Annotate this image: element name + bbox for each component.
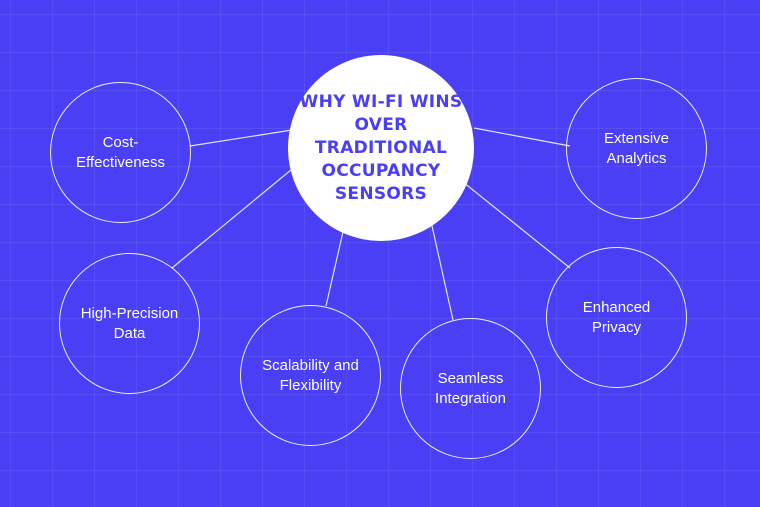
node-label-line: Effectiveness [76,153,165,171]
center-title-line: WINS OVER [354,91,463,135]
node-label: High-Precision Data [81,304,179,344]
center-title-line: TRADITIONAL [314,137,448,158]
node-scalability-flexibility: Scalability and Flexibility [240,305,381,446]
node-cost-effectiveness: Cost- Effectiveness [50,82,191,223]
connector-high-precision-data [171,164,298,269]
node-label-line: Cost- [102,133,139,151]
node-label: Seamless Integration [435,369,506,409]
node-label-line: Privacy [591,318,642,336]
node-label: Extensive Analytics [604,129,669,169]
connector-extensive-analytics [473,127,571,147]
node-label: Scalability and Flexibility [262,356,359,396]
node-label-line: Data [113,324,146,342]
node-label-line: Analytics [606,149,667,167]
node-label-line: Seamless [437,369,504,387]
node-label: Cost- Effectiveness [76,133,165,173]
node-enhanced-privacy: Enhanced Privacy [546,247,687,388]
node-label-line: High-Precision [80,304,179,322]
center-title-line: WHY WI-FI [299,91,404,112]
center-title: WHY WI-FI WINS OVER TRADITIONAL OCCUPANC… [288,91,474,206]
node-label-line: Integration [435,389,506,407]
connector-seamless-integration [427,207,454,321]
center-title-circle: WHY WI-FI WINS OVER TRADITIONAL OCCUPANC… [288,55,474,241]
connector-enhanced-privacy [457,177,571,269]
node-label-line: Scalability and [262,356,359,374]
node-extensive-analytics: Extensive Analytics [566,78,707,219]
node-high-precision-data: High-Precision Data [59,253,200,394]
node-label-line: Flexibility [279,376,342,394]
center-title-line: OCCUPANCY [321,160,441,181]
node-label-line: Enhanced [582,298,651,316]
center-title-line: SENSORS [334,183,428,204]
node-label-line: Extensive [603,129,670,147]
node-label: Enhanced Privacy [583,298,651,338]
node-seamless-integration: Seamless Integration [400,318,541,459]
connector-cost-effectiveness [189,129,293,147]
